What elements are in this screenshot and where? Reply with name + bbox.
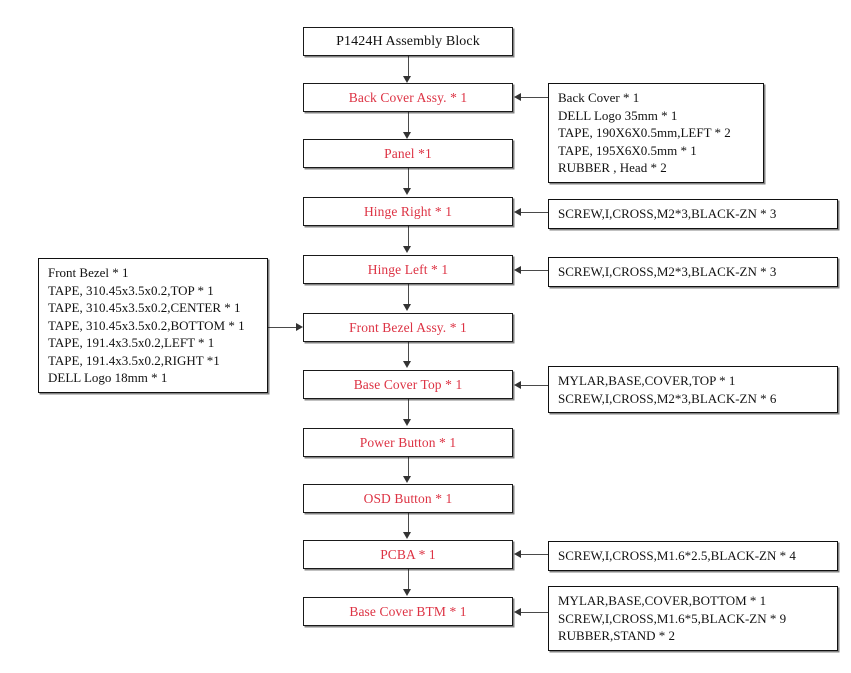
note-line: RUBBER , Head * 2 [558,160,667,175]
note-connector-line-back-cover [521,97,548,99]
note-line: DELL Logo 18mm * 1 [48,370,168,385]
connector-line-4 [407,226,409,247]
connector-arrow-7 [403,419,411,426]
connector-line-7 [407,399,409,420]
note-connector-arrow-base-cover-top [514,381,521,389]
flow-step-label: Panel *1 [384,145,432,161]
connector-line-9 [407,512,409,533]
note-line: MYLAR,BASE,COVER,BOTTOM * 1 [558,593,767,608]
flow-step-base-cover-top[interactable]: Base Cover Top * 1 [303,370,513,399]
note-back-cover-parts: Back Cover * 1 DELL Logo 35mm * 1 TAPE, … [548,83,764,183]
connector-line-6 [407,341,409,362]
flow-step-label: Base Cover BTM * 1 [349,603,467,619]
note-connector-line-pcba [521,554,548,556]
flow-step-panel[interactable]: Panel *1 [303,139,513,168]
connector-arrow-9 [403,532,411,539]
note-connector-line-hinge-right [521,212,548,214]
flow-step-label: Hinge Left * 1 [367,261,449,277]
note-line: SCREW,I,CROSS,M2*3,BLACK-ZN * 3 [558,206,777,221]
flow-step-label: PCBA * 1 [380,546,436,562]
connector-line-10 [407,569,409,590]
note-line: TAPE, 190X6X0.5mm,LEFT * 2 [558,125,731,140]
flow-step-label: Front Bezel Assy. * 1 [349,319,467,335]
note-connector-arrow-back-cover [514,93,521,101]
note-line: TAPE, 191.4x3.5x0.2,RIGHT *1 [48,352,220,368]
flow-step-osd-button[interactable]: OSD Button * 1 [303,484,513,513]
flow-step-back-cover-assy[interactable]: Back Cover Assy. * 1 [303,83,513,112]
note-base-cover-btm-parts: MYLAR,BASE,COVER,BOTTOM * 1 SCREW,I,CROS… [548,586,838,651]
flow-step-front-bezel-assy[interactable]: Front Bezel Assy. * 1 [303,313,513,342]
note-line: SCREW,I,CROSS,M1.6*2.5,BLACK-ZN * 4 [558,548,796,563]
connector-arrow-6 [403,361,411,368]
flow-step-label: Power Button * 1 [359,434,457,450]
note-line: TAPE, 310.45x3.5x0.2,TOP * 1 [48,282,214,298]
note-line: TAPE, 310.45x3.5x0.2,CENTER * 1 [48,300,241,315]
connector-arrow-3 [403,188,411,195]
note-hinge-left-parts: SCREW,I,CROSS,M2*3,BLACK-ZN * 3 [548,257,838,287]
flow-step-power-button[interactable]: Power Button * 1 [303,428,513,457]
flow-step-label: OSD Button * 1 [363,490,453,506]
note-connector-arrow-pcba [514,550,521,558]
note-line: TAPE, 310.45x3.5x0.2,BOTTOM * 1 [48,317,245,333]
note-connector-line-hinge-left [521,270,548,272]
note-base-cover-top-parts: MYLAR,BASE,COVER,TOP * 1 SCREW,I,CROSS,M… [548,366,838,413]
flow-step-label: Back Cover Assy. * 1 [348,89,468,105]
note-line: RUBBER,STAND * 2 [558,628,676,643]
note-line: SCREW,I,CROSS,M2*3,BLACK-ZN * 6 [558,390,777,406]
note-hinge-right-parts: SCREW,I,CROSS,M2*3,BLACK-ZN * 3 [548,199,838,229]
note-line: DELL Logo 35mm * 1 [558,107,678,123]
connector-arrow-1 [403,76,411,83]
connector-line-3 [407,168,409,189]
connector-line-5 [407,284,409,305]
diagram-title: P1424H Assembly Block [336,33,480,49]
diagram-title-box: P1424H Assembly Block [303,27,513,56]
note-connector-arrow-front-bezel [296,323,303,331]
flow-step-base-cover-btm[interactable]: Base Cover BTM * 1 [303,597,513,626]
flow-step-label: Hinge Right * 1 [363,203,453,219]
flow-step-hinge-left[interactable]: Hinge Left * 1 [303,255,513,284]
note-line: Back Cover * 1 [558,90,640,105]
flow-step-label: Base Cover Top * 1 [353,376,463,392]
note-connector-line-front-bezel [268,327,296,329]
connector-arrow-10 [403,589,411,596]
note-line: MYLAR,BASE,COVER,TOP * 1 [558,373,736,388]
connector-arrow-4 [403,246,411,253]
connector-line-8 [407,456,409,477]
note-line: SCREW,I,CROSS,M1.6*5,BLACK-ZN * 9 [558,610,787,626]
note-connector-arrow-hinge-right [514,208,521,216]
connector-arrow-2 [403,132,411,139]
note-front-bezel-parts: Front Bezel * 1 TAPE, 310.45x3.5x0.2,TOP… [38,258,268,393]
note-line: TAPE, 191.4x3.5x0.2,LEFT * 1 [48,335,215,350]
note-connector-line-base-cover-btm [521,612,548,614]
note-pcba-parts: SCREW,I,CROSS,M1.6*2.5,BLACK-ZN * 4 [548,541,838,571]
note-line: Front Bezel * 1 [48,265,129,280]
note-line: TAPE, 195X6X0.5mm * 1 [558,142,697,158]
flow-step-hinge-right[interactable]: Hinge Right * 1 [303,197,513,226]
note-connector-arrow-base-cover-btm [514,608,521,616]
flow-step-pcba[interactable]: PCBA * 1 [303,540,513,569]
note-connector-arrow-hinge-left [514,266,521,274]
note-connector-line-base-cover-top [521,385,548,387]
connector-arrow-5 [403,304,411,311]
note-line: SCREW,I,CROSS,M2*3,BLACK-ZN * 3 [558,264,777,279]
connector-arrow-8 [403,476,411,483]
connector-line-2 [407,112,409,133]
connector-line-1 [407,56,409,77]
